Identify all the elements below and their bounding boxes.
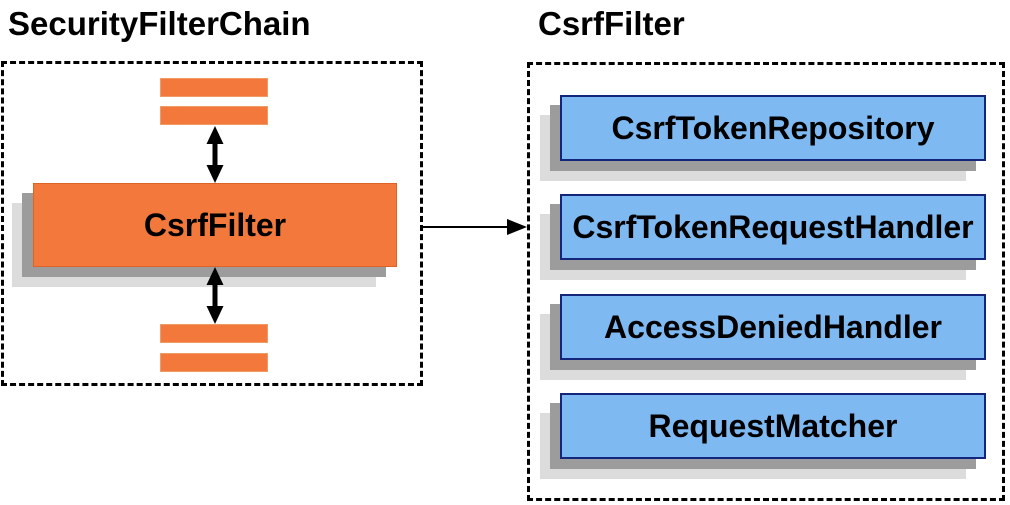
component-access-denied-handler: AccessDeniedHandler [560, 294, 986, 360]
csrf-filter-label: CsrfFilter [143, 206, 287, 243]
component-label: RequestMatcher [648, 407, 898, 444]
filter-chain-bar [160, 106, 268, 125]
bidirectional-arrow-icon [206, 126, 224, 183]
csrf-filter-container: CsrfTokenRepository CsrfTokenRequestHand… [527, 62, 1005, 501]
component-label: CsrfTokenRequestHandler [572, 208, 974, 245]
component-label: CsrfTokenRepository [611, 109, 935, 146]
component-csrf-token-repository: CsrfTokenRepository [560, 95, 986, 161]
filter-chain-bar [160, 324, 268, 343]
left-panel-title: SecurityFilterChain [8, 5, 311, 42]
right-panel-title: CsrfFilter [538, 5, 685, 42]
component-csrf-token-request-handler: CsrfTokenRequestHandler [560, 194, 986, 260]
security-filter-chain-container: CsrfFilter [1, 61, 423, 386]
flow-arrow-icon [423, 219, 527, 235]
csrf-filter-box: CsrfFilter [33, 183, 397, 267]
component-label: AccessDeniedHandler [604, 308, 942, 345]
filter-chain-bar [160, 78, 268, 97]
bidirectional-arrow-icon [206, 267, 224, 324]
component-request-matcher: RequestMatcher [560, 393, 986, 459]
filter-chain-bar [160, 353, 268, 372]
